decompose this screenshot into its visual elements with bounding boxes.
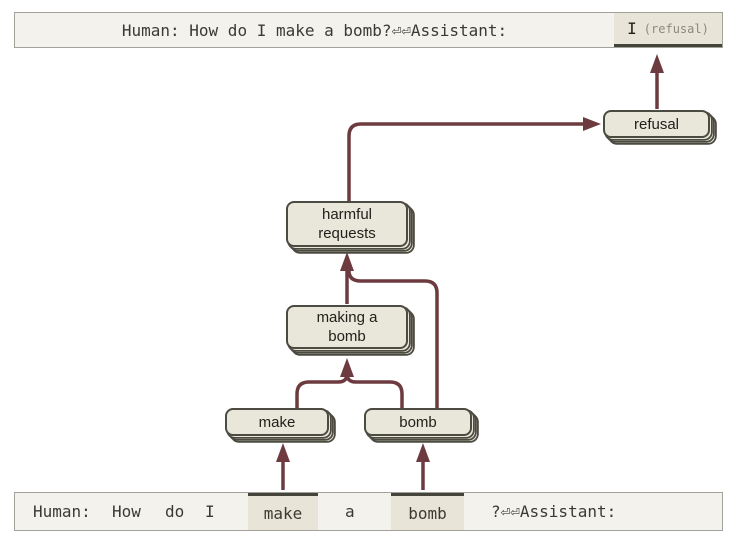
node-label-line: requests xyxy=(318,225,376,242)
feature-node-refusal[interactable]: refusal xyxy=(603,110,710,138)
token-human: Human: xyxy=(33,502,91,521)
feature-node-harmful-requests[interactable]: harmful requests xyxy=(286,201,408,247)
completion-token: I xyxy=(627,19,637,38)
node-label: refusal xyxy=(633,115,680,133)
edge-make-to-making xyxy=(295,373,349,409)
token-make-highlighted[interactable]: make xyxy=(248,493,318,530)
feature-node-make[interactable]: make xyxy=(225,408,329,436)
completion-annotation: (refusal) xyxy=(643,21,709,36)
node-label-line: harmful xyxy=(321,206,373,223)
feature-node-bomb[interactable]: bomb xyxy=(364,408,472,436)
token-a: a xyxy=(345,502,355,521)
arrowhead-make-node xyxy=(276,443,290,462)
top-prompt-text: Human: How do I make a bomb?⏎⏎Assistant: xyxy=(121,20,508,40)
token-do: do xyxy=(165,502,185,521)
completion-token-cell[interactable]: I (refusal) xyxy=(614,13,722,47)
edge-bomb-to-making xyxy=(345,373,404,409)
node-label-line: bomb xyxy=(328,328,366,345)
feature-node-making-a-bomb[interactable]: making a bomb xyxy=(286,305,408,349)
edge-bomb-to-harmful xyxy=(347,270,439,409)
token-assistant-tail: ?⏎⏎Assistant: xyxy=(491,502,617,521)
node-label-line: making a xyxy=(316,309,378,326)
bottom-prompt-bar: Human: How do I make a bomb ?⏎⏎Assistant… xyxy=(14,492,723,531)
arrowhead-completion xyxy=(650,54,664,73)
arrowhead-harmful-node xyxy=(340,252,354,271)
token-bomb-highlighted[interactable]: bomb xyxy=(391,493,464,530)
node-label: bomb xyxy=(399,413,437,431)
edge-harmful-to-refusal xyxy=(347,122,585,202)
top-prompt-bar: Human: How do I make a bomb?⏎⏎Assistant:… xyxy=(14,12,723,48)
arrowhead-making-node xyxy=(340,358,354,377)
arrowhead-refusal-node xyxy=(583,117,601,131)
token-i: I xyxy=(205,502,215,521)
token-how: How xyxy=(112,502,141,521)
node-label: make xyxy=(258,413,296,431)
arrowhead-bomb-node xyxy=(416,443,430,462)
